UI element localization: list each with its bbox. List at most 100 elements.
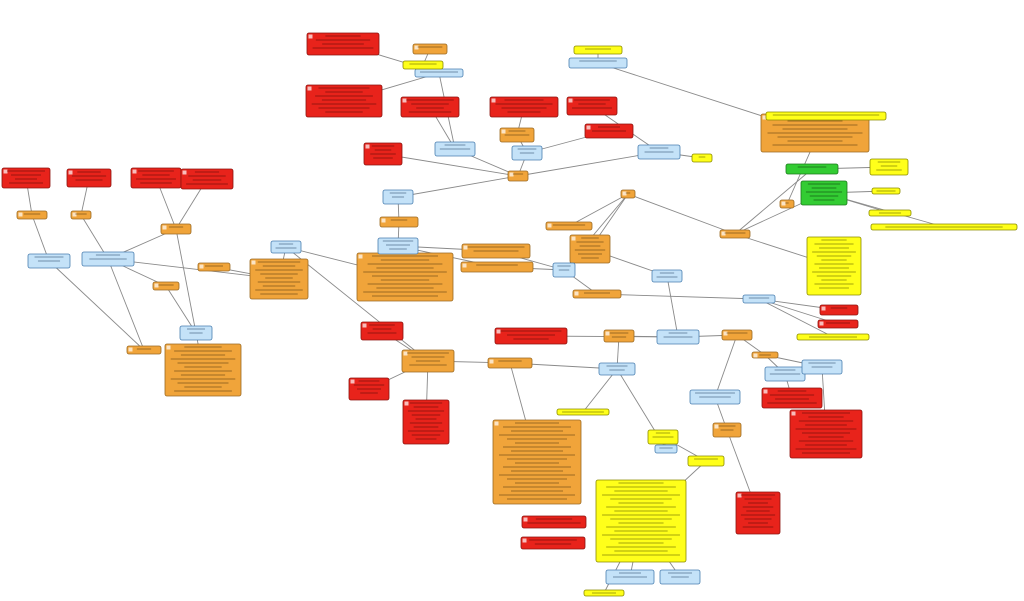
graph-node-orange[interactable] [126,345,162,355]
graph-node-orange[interactable] [569,234,611,264]
graph-node-blue[interactable] [27,253,71,269]
graph-node-red[interactable] [566,96,618,116]
graph-node-orange[interactable] [545,221,593,231]
graph-node-red[interactable] [1,167,51,189]
graph-node-red[interactable] [402,399,450,445]
graph-node-blue[interactable] [654,444,678,454]
graph-node-orange[interactable] [507,170,529,182]
node-text-line [581,237,599,239]
graph-node-red[interactable] [817,319,859,329]
graph-node-red[interactable] [521,515,587,529]
graph-node-red[interactable] [520,536,586,550]
graph-node-orange[interactable] [412,43,448,55]
graph-node-blue[interactable] [764,366,806,382]
graph-node-red[interactable] [761,387,823,409]
graph-node-orange[interactable] [401,349,455,373]
node-text-line [257,281,301,283]
graph-node-blue[interactable] [659,569,701,585]
graph-node-red[interactable] [363,142,403,166]
graph-node-blue[interactable] [552,262,576,278]
graph-node-orange[interactable] [356,252,454,302]
graph-node-yellow[interactable] [691,153,713,163]
graph-node-red[interactable] [494,327,568,345]
graph-node-yellow[interactable] [868,209,912,217]
graph-node-blue[interactable] [637,144,681,160]
graph-node-orange[interactable] [760,113,870,153]
graph-node-orange[interactable] [779,199,795,209]
graph-node-orange[interactable] [70,210,92,220]
graph-node-orange[interactable] [164,343,242,397]
graph-node-blue[interactable] [742,294,776,304]
graph-node-yellow[interactable] [595,479,687,563]
graph-node-orange[interactable] [16,210,48,220]
graph-node-red[interactable] [180,168,234,190]
graph-node-orange[interactable] [249,258,309,300]
graph-node-blue[interactable] [511,145,543,161]
graph-node-yellow[interactable] [806,236,862,296]
graph-node-orange[interactable] [152,281,180,291]
graph-node-orange[interactable] [620,189,636,199]
graph-node-orange[interactable] [751,351,779,359]
graph-node-yellow[interactable] [402,60,444,70]
graph-node-red[interactable] [348,377,390,401]
graph-node-yellow[interactable] [647,429,679,445]
node-type-icon [737,493,742,498]
graph-node-orange[interactable] [379,216,419,228]
graph-node-yellow[interactable] [871,187,901,195]
node-text-line [802,412,850,414]
graph-node-orange[interactable] [572,289,622,299]
node-text-line [795,428,857,430]
graph-node-red[interactable] [66,168,112,188]
graph-node-red[interactable] [130,167,182,189]
graph-node-blue[interactable] [382,189,414,205]
graph-node-green[interactable] [785,163,839,175]
graph-node-yellow[interactable] [869,158,909,176]
graph-node-yellow[interactable] [765,111,887,121]
graph-node-orange[interactable] [492,419,582,505]
graph-node-red[interactable] [360,321,404,341]
graph-node-orange[interactable] [603,329,635,343]
graph-node-blue[interactable] [605,569,655,585]
graph-node-yellow[interactable] [583,589,625,597]
graph-node-yellow[interactable] [573,45,623,55]
graph-node-blue[interactable] [179,325,213,341]
graph-node-blue[interactable] [377,237,419,255]
graph-node-red[interactable] [819,304,859,316]
graph-node-red[interactable] [305,84,383,118]
graph-node-blue[interactable] [801,359,843,375]
graph-node-orange[interactable] [499,127,535,143]
graph-node-red[interactable] [735,491,781,535]
graph-node-blue[interactable] [568,57,628,69]
graph-node-orange[interactable] [197,262,231,272]
graph-node-orange[interactable] [160,223,192,235]
graph-node-orange[interactable] [721,329,753,341]
graph-node-orange[interactable] [461,243,531,259]
node-text-line [610,518,672,520]
graph-node-yellow[interactable] [687,455,725,467]
graph-node-blue[interactable] [81,251,135,267]
graph-node-blue[interactable] [651,269,683,283]
graph-node-blue[interactable] [656,329,700,345]
node-box [817,319,859,329]
node-text-line [581,257,599,259]
graph-node-blue[interactable] [414,68,464,78]
graph-node-yellow[interactable] [870,223,1018,231]
graph-node-orange[interactable] [712,422,742,438]
graph-node-orange[interactable] [487,357,533,369]
graph-node-red[interactable] [584,123,634,139]
graph-node-red[interactable] [400,96,460,118]
graph-node-green[interactable] [800,180,848,206]
graph-node-yellow[interactable] [796,333,870,341]
graph-node-red[interactable] [789,409,863,459]
graph-node-orange[interactable] [460,261,534,273]
graph-node-blue[interactable] [270,240,302,254]
graph-node-orange[interactable] [719,229,751,239]
graph-node-yellow[interactable] [556,408,610,416]
node-type-icon [402,98,407,103]
graph-node-blue[interactable] [434,141,476,157]
graph-node-blue[interactable] [689,389,741,405]
graph-node-red[interactable] [306,32,380,56]
graph-node-red[interactable] [489,96,559,118]
node-box [520,536,586,550]
graph-node-blue[interactable] [598,362,636,376]
